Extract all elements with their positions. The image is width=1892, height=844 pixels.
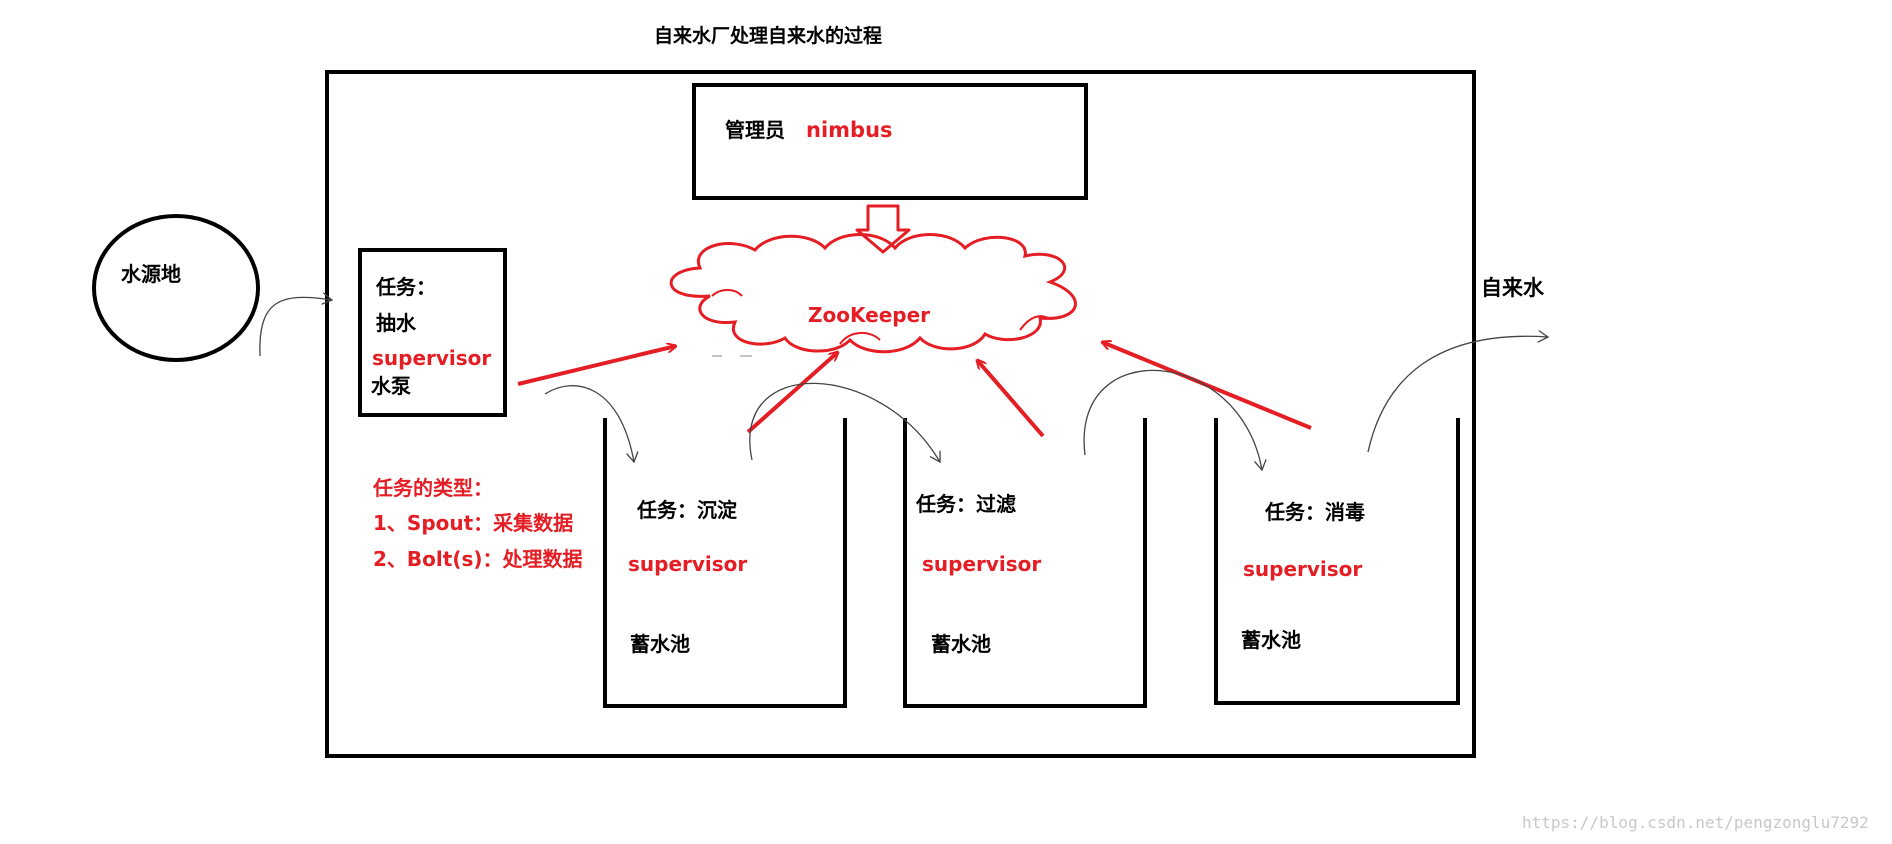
- cloud-inner-curl-1: [839, 332, 881, 345]
- pool-2-name: 蓄水池: [931, 632, 991, 656]
- cloud-inner-curl-2: [1019, 315, 1049, 331]
- pump-box: [358, 248, 507, 417]
- pool1-to-pool2-flow: [749, 382, 940, 462]
- pool3-to-zookeeper-arrow: [1102, 342, 1312, 430]
- source-to-pump-flow: [259, 297, 332, 357]
- pump-task-label: 任务：: [376, 275, 436, 299]
- zookeeper-cloud: [669, 233, 1077, 354]
- pool3-to-tapwater-flow: [1367, 336, 1548, 453]
- diagram-title: 自来水厂处理自来水的过程: [654, 25, 883, 47]
- pool2-to-zookeeper-arrow: [977, 360, 1045, 438]
- cloud-inner-curl-3: [711, 289, 743, 297]
- manager-label: 管理员: [725, 118, 785, 142]
- pump-to-pool1-flow: [544, 385, 634, 462]
- pool-2-task: 任务：过滤: [916, 492, 1016, 516]
- pool-2-supervisor: supervisor: [922, 552, 1042, 576]
- pool-1-task: 任务：沉淀: [637, 498, 737, 522]
- pool-2-outline: [903, 418, 1147, 708]
- pump-job-label: 抽水: [376, 311, 416, 335]
- pool-3-supervisor: supervisor: [1243, 557, 1363, 581]
- watermark-url: https://blog.csdn.net/pengzonglu7292: [1522, 813, 1869, 832]
- pool2-to-pool3-flow: [1083, 369, 1262, 470]
- task-type-spout: 1、Spout：采集数据: [373, 511, 574, 535]
- pool1-to-zookeeper-arrow: [746, 352, 838, 434]
- nimbus-to-zookeeper-arrow: [855, 204, 911, 254]
- pump-supervisor-label: supervisor: [372, 346, 492, 370]
- pump-device-label: 水泵: [371, 374, 411, 398]
- task-types-heading: 任务的类型：: [373, 476, 493, 500]
- pool-3-task: 任务：消毒: [1265, 500, 1365, 524]
- pool-1-outline: [603, 418, 847, 708]
- pool-3-name: 蓄水池: [1241, 628, 1301, 652]
- plant-frame: [325, 70, 1476, 758]
- manager-box: [692, 83, 1088, 200]
- water-source-label: 水源地: [121, 262, 181, 286]
- nimbus-label: nimbus: [806, 118, 893, 142]
- tap-water-label: 自来水: [1481, 276, 1544, 300]
- pump-to-zookeeper-arrow: [517, 346, 676, 386]
- pool-1-supervisor: supervisor: [628, 552, 748, 576]
- water-source-circle: [92, 214, 260, 362]
- pool-1-name: 蓄水池: [630, 632, 690, 656]
- zookeeper-label: ZooKeeper: [808, 303, 931, 327]
- pool-3-outline: [1214, 418, 1460, 705]
- task-type-bolt: 2、Bolt(s)：处理数据: [373, 547, 583, 571]
